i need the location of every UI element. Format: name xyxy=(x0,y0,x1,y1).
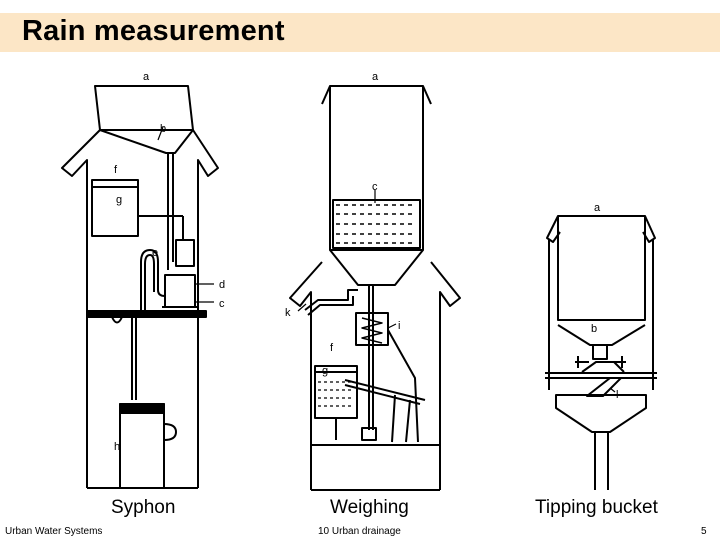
label-g-weighing: g xyxy=(322,365,328,377)
label-l-tipping: l xyxy=(616,389,618,401)
label-c-syphon: c xyxy=(219,298,225,310)
label-k-weighing: k xyxy=(285,307,291,319)
leader-k xyxy=(297,303,307,312)
slide-title: Rain measurement xyxy=(22,15,285,47)
label-a-tipping: a xyxy=(594,202,601,214)
leader-i xyxy=(387,323,397,329)
caption-syphon: Syphon xyxy=(111,497,176,518)
weighing-gauge xyxy=(289,85,461,491)
label-f-syphon: f xyxy=(114,164,118,176)
label-a-weighing: a xyxy=(372,71,379,83)
footer-course: Urban Water Systems xyxy=(5,526,103,537)
footer-topic: 10 Urban drainage xyxy=(318,526,401,537)
label-b-syphon: b xyxy=(160,123,166,135)
label-d-syphon: d xyxy=(219,279,225,291)
label-g-syphon: g xyxy=(116,194,122,206)
label-h-syphon: h xyxy=(114,441,120,453)
label-e-syphon: e xyxy=(152,247,158,259)
syphon-gauge xyxy=(61,85,219,489)
label-a-syphon: a xyxy=(143,71,150,83)
caption-tipping-bucket: Tipping bucket xyxy=(535,497,658,518)
footer-page-number: 5 xyxy=(701,526,707,537)
tipping-bucket-gauge xyxy=(545,215,657,490)
leader-l xyxy=(609,387,616,393)
label-f-weighing: f xyxy=(330,342,334,354)
label-i-weighing: i xyxy=(398,320,400,332)
caption-weighing: Weighing xyxy=(330,497,409,518)
leader-b-syphon xyxy=(157,126,164,141)
title-band xyxy=(0,13,720,52)
label-b-tipping: b xyxy=(591,323,597,335)
label-c-weighing: c xyxy=(372,181,378,193)
